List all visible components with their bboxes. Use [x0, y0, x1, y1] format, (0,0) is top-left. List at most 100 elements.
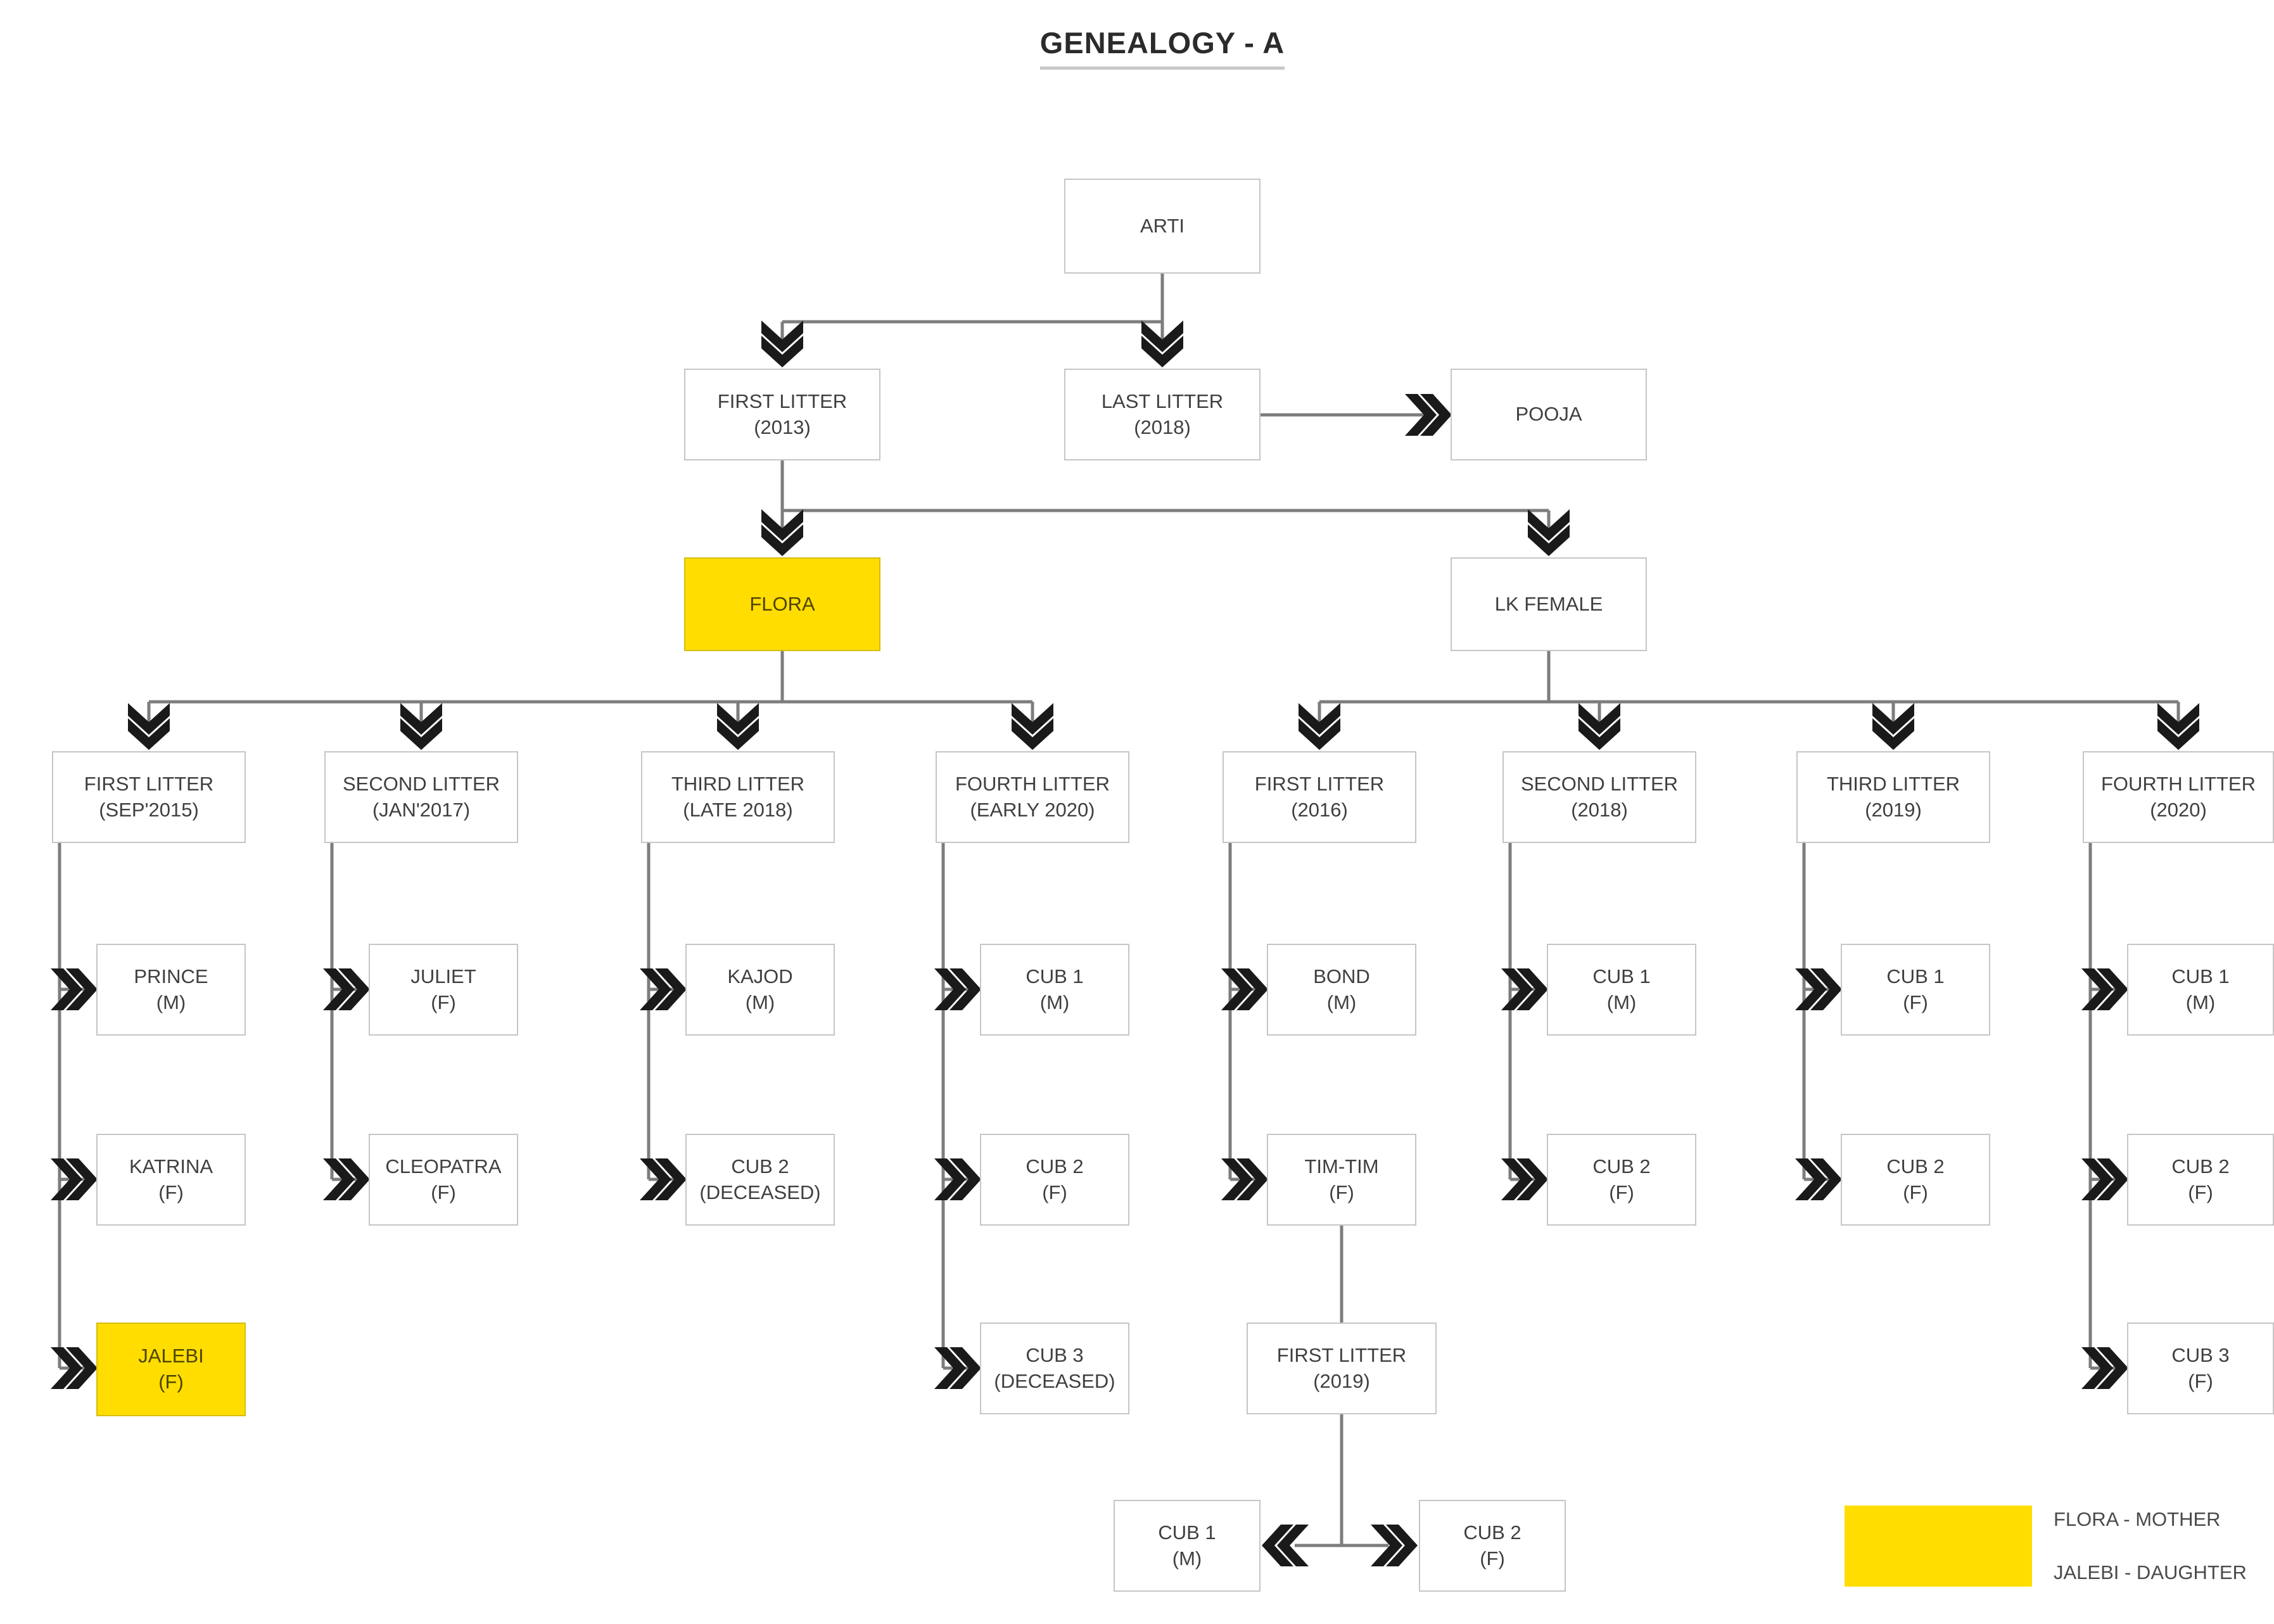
- double-chevron-arrowhead-icon: [2081, 1158, 2128, 1200]
- node-label: CUB 2: [1463, 1521, 1521, 1544]
- node-label: LAST LITTER: [1101, 390, 1224, 412]
- node-jalebi: JALEBI (F): [96, 1323, 246, 1416]
- node-label: CUB 1: [1026, 965, 1084, 987]
- node-label: CUB 1: [1592, 965, 1651, 987]
- node-sublabel: (F): [2188, 1181, 2213, 1203]
- node-sublabel: (LATE 2018): [683, 798, 793, 821]
- node-label: LK FEMALE: [1494, 592, 1603, 615]
- node-prince: PRINCE(M): [96, 944, 246, 1036]
- double-chevron-arrowhead-icon: [51, 1347, 98, 1389]
- node-label: BOND: [1313, 965, 1370, 987]
- legend-highlight-swatch: [1845, 1506, 2032, 1587]
- node-sublabel: (F): [431, 991, 456, 1013]
- double-chevron-arrowhead-icon: [323, 968, 370, 1010]
- node-label: CUB 2: [731, 1155, 789, 1177]
- node-label: FIRST LITTER: [1276, 1343, 1407, 1366]
- node-tim-tim: TIM-TIM(F): [1267, 1134, 1416, 1226]
- node-label: SECOND LITTER: [1520, 772, 1679, 795]
- node-label: ARTI: [1140, 214, 1185, 237]
- node-lk-l4-cub3: CUB 3 (F): [2127, 1323, 2274, 1414]
- node-sublabel: (DECEASED): [994, 1369, 1115, 1392]
- node-label: CUB 2: [1886, 1155, 1945, 1177]
- node-sublabel: (2018): [1571, 798, 1628, 821]
- node-sublabel: (F): [1903, 1181, 1928, 1203]
- node-lk-litter-1: FIRST LITTER(2016): [1223, 751, 1416, 843]
- node-sublabel: (F): [158, 1371, 184, 1393]
- node-flora: FLORA: [684, 557, 880, 651]
- legend: FLORA - MOTHER JALEBI - DAUGHTER: [1845, 1506, 2247, 1587]
- node-flora-l4-cub1: CUB 1 (M): [980, 944, 1129, 1036]
- node-sublabel: (EARLY 2020): [970, 798, 1095, 821]
- node-flora-litter-4: FOURTH LITTER (EARLY 2020): [936, 751, 1129, 843]
- node-sublabel: (M): [1039, 991, 1070, 1013]
- node-timtim-litter-2019: FIRST LITTER (2019): [1247, 1323, 1437, 1414]
- node-flora-litter-3: THIRD LITTER (LATE 2018): [641, 751, 835, 843]
- node-sublabel: (M): [1606, 991, 1637, 1013]
- node-first-litter-2013: FIRST LITTER(2013): [684, 369, 880, 460]
- node-label: FOURTH LITTER: [955, 772, 1110, 795]
- node-sublabel: (DECEASED): [699, 1181, 821, 1203]
- node-tt-cub2: CUB 2 (F): [1419, 1500, 1566, 1592]
- node-tt-cub1: CUB 1(M): [1114, 1500, 1261, 1592]
- legend-line-jalebi: JALEBI - DAUGHTER: [2054, 1561, 2247, 1583]
- node-flora-litter-2: SECOND LITTER (JAN'2017): [324, 751, 518, 843]
- node-label: CUB 1: [2171, 965, 2230, 987]
- legend-text: FLORA - MOTHER JALEBI - DAUGHTER: [2032, 1506, 2247, 1587]
- node-lk-l2-cub1: CUB 1 (M): [1547, 944, 1696, 1036]
- double-chevron-arrowhead-icon: [1795, 968, 1842, 1010]
- node-sublabel: (M): [745, 991, 775, 1013]
- node-lk-litter-2: SECOND LITTER (2018): [1502, 751, 1696, 843]
- double-chevron-arrowhead-icon: [323, 1158, 370, 1200]
- double-chevron-arrowhead-icon: [640, 968, 687, 1010]
- node-lk-litter-3: THIRD LITTER(2019): [1796, 751, 1990, 843]
- node-flora-l3-cub2: CUB 2 (DECEASED): [685, 1134, 835, 1226]
- double-chevron-arrowhead-icon: [1795, 1158, 1842, 1200]
- node-lk-l3-cub2: CUB 2 (F): [1841, 1134, 1990, 1226]
- node-bond: BOND(M): [1267, 944, 1416, 1036]
- double-chevron-arrowhead-icon: [1221, 968, 1268, 1010]
- node-label: THIRD LITTER: [671, 772, 805, 795]
- node-sublabel: (F): [2188, 1369, 2213, 1392]
- node-sublabel: (2018): [1134, 416, 1191, 438]
- double-chevron-arrowhead-icon: [1501, 968, 1548, 1010]
- node-label: CUB 2: [1592, 1155, 1651, 1177]
- node-sublabel: (M): [156, 991, 186, 1013]
- node-label: FOURTH LITTER: [2101, 772, 2256, 795]
- node-katrina: KATRINA(F): [96, 1134, 246, 1226]
- node-lk-l3-cub1: CUB 1(F): [1841, 944, 1990, 1036]
- node-lk-l4-cub1: CUB 1 (M): [2127, 944, 2274, 1036]
- node-label: TIM-TIM: [1304, 1155, 1379, 1177]
- node-sublabel: (F): [1480, 1547, 1505, 1570]
- node-label: JALEBI: [138, 1345, 204, 1367]
- node-label: POOJA: [1515, 403, 1582, 426]
- node-label: KATRINA: [129, 1155, 213, 1177]
- node-label: CUB 3: [1026, 1343, 1084, 1366]
- node-sublabel: (SEP'2015): [99, 798, 199, 821]
- node-kajod: KAJOD (M): [685, 944, 835, 1036]
- node-label: SECOND LITTER: [342, 772, 500, 795]
- node-flora-litter-1: FIRST LITTER(SEP'2015): [52, 751, 246, 843]
- node-lk-l2-cub2: CUB 2(F): [1547, 1134, 1696, 1226]
- node-sublabel: (2019): [1313, 1369, 1370, 1392]
- node-sublabel: (F): [1042, 1181, 1067, 1203]
- node-label: CLEOPATRA: [385, 1155, 502, 1177]
- double-chevron-arrowhead-icon: [2081, 1347, 2128, 1389]
- node-label: KAJOD: [727, 965, 793, 987]
- node-lk-female: LK FEMALE: [1451, 557, 1647, 651]
- node-sublabel: (JAN'2017): [372, 798, 471, 821]
- node-label: THIRD LITTER: [1826, 772, 1960, 795]
- node-last-litter-2018: LAST LITTER (2018): [1064, 369, 1261, 460]
- node-flora-l4-cub2: CUB 2 (F): [980, 1134, 1129, 1226]
- node-label: CUB 3: [2171, 1343, 2230, 1366]
- node-label: CUB 2: [1026, 1155, 1084, 1177]
- node-juliet: JULIET(F): [369, 944, 518, 1036]
- node-label: FIRST LITTER: [1254, 772, 1385, 795]
- double-chevron-arrowhead-icon: [934, 1158, 981, 1200]
- node-sublabel: (M): [2185, 991, 2216, 1013]
- node-label: CUB 1: [1886, 965, 1945, 987]
- page-title: GENEALOGY - A: [909, 25, 1416, 70]
- node-pooja: POOJA: [1451, 369, 1647, 460]
- node-lk-l4-cub2: CUB 2(F): [2127, 1134, 2274, 1226]
- node-label: FLORA: [749, 592, 815, 615]
